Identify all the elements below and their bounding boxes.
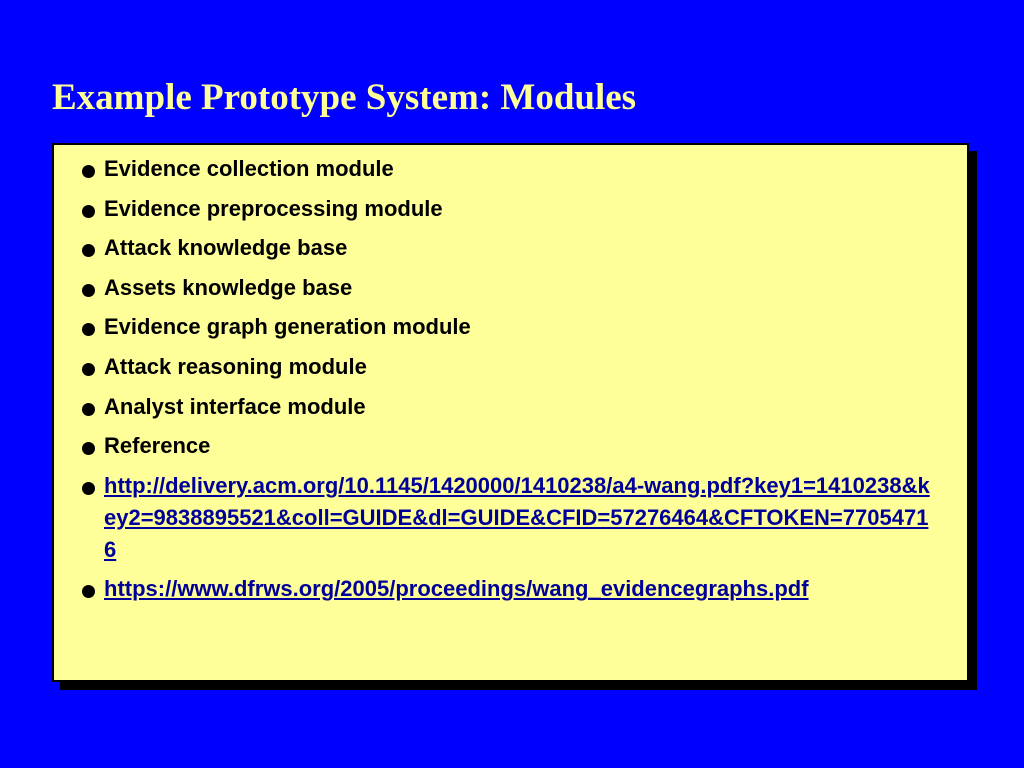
reference-link-acm[interactable]: http://delivery.acm.org/10.1145/1420000/… bbox=[104, 472, 930, 562]
bullet-text: Attack reasoning module bbox=[104, 353, 367, 379]
bullet-item-evidence-graph-generation: Evidence graph generation module bbox=[82, 311, 942, 343]
bullet-icon bbox=[82, 402, 95, 416]
bullet-item-reference: Reference bbox=[82, 430, 942, 462]
bullet-text: Reference bbox=[104, 433, 211, 459]
bullet-icon bbox=[82, 585, 95, 599]
bullet-text: Evidence graph generation module bbox=[104, 314, 471, 340]
bullet-icon bbox=[82, 362, 95, 376]
bullet-item-attack-knowledge-base: Attack knowledge base bbox=[82, 232, 942, 264]
bullet-icon bbox=[82, 283, 95, 297]
bullet-item-assets-knowledge-base: Assets knowledge base bbox=[82, 272, 942, 304]
bullet-icon bbox=[82, 165, 95, 178]
bullet-item-acm-link: http://delivery.acm.org/10.1145/1420000/… bbox=[82, 470, 942, 566]
content-box: Evidence collection module Evidence prep… bbox=[52, 143, 969, 682]
bullet-text: Evidence preprocessing module bbox=[104, 195, 443, 221]
bullet-item-evidence-preprocessing: Evidence preprocessing module bbox=[82, 193, 942, 225]
slide-title: Example Prototype System: Modules bbox=[52, 77, 637, 118]
bullet-item-dfrws-link: https://www.dfrws.org/2005/proceedings/w… bbox=[82, 573, 942, 605]
bullet-text: Attack knowledge base bbox=[104, 235, 348, 261]
bullet-text: Evidence collection module bbox=[104, 156, 394, 181]
bullet-list: Evidence collection module Evidence prep… bbox=[82, 153, 942, 613]
bullet-item-analyst-interface: Analyst interface module bbox=[82, 391, 942, 423]
bullet-icon bbox=[82, 442, 95, 456]
bullet-icon bbox=[82, 244, 95, 258]
reference-link-dfrws[interactable]: https://www.dfrws.org/2005/proceedings/w… bbox=[104, 576, 809, 602]
bullet-item-attack-reasoning: Attack reasoning module bbox=[82, 351, 942, 383]
bullet-text: Analyst interface module bbox=[104, 393, 366, 419]
bullet-text: Assets knowledge base bbox=[104, 274, 353, 300]
bullet-icon bbox=[82, 204, 95, 218]
bullet-item-evidence-collection: Evidence collection module bbox=[82, 153, 942, 185]
bullet-icon bbox=[82, 481, 95, 495]
bullet-icon bbox=[82, 323, 95, 337]
